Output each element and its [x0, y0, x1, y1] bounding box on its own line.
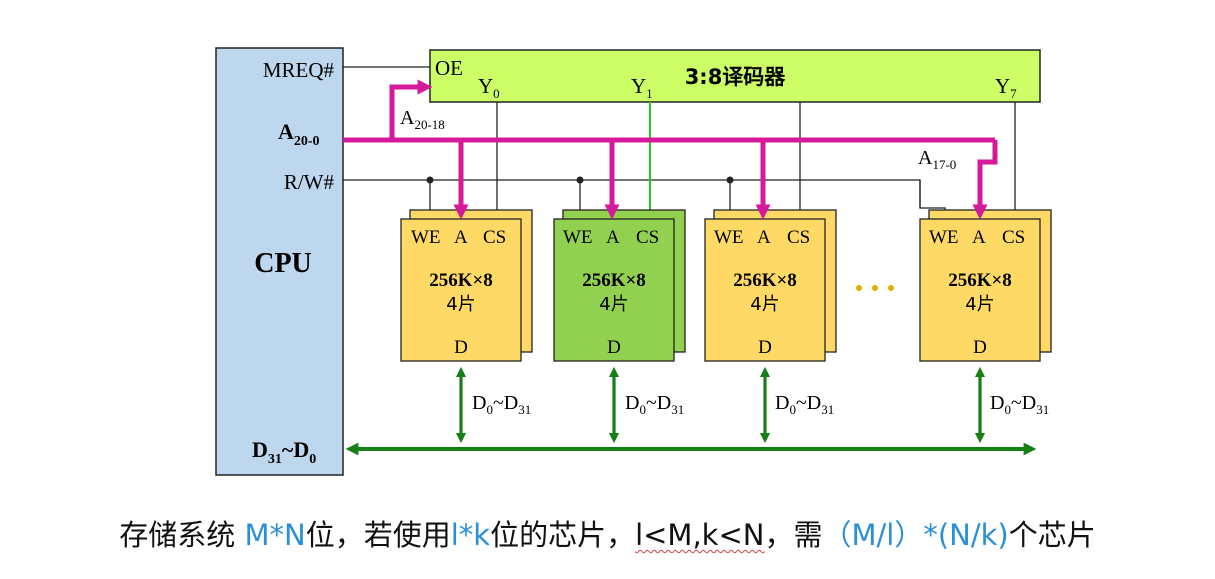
chip-2-pin-cs: CS [636, 227, 659, 248]
caption-condition: l<M,k<N [635, 518, 765, 552]
caption-highlight-formula: （M/l）*(N/k) [822, 518, 1009, 552]
chip-group-2-labels: WE A CS 256K×8 4片 D [563, 227, 659, 358]
rw-junction-1 [426, 176, 434, 184]
cpu-address-label: A20-0 [278, 119, 320, 149]
chip-1-count: 4片 [446, 294, 475, 315]
chip-3-size: 256K×8 [733, 270, 797, 291]
chip-4-pin-a: A [972, 227, 986, 248]
ellipsis-icon [856, 285, 894, 291]
address-high-label: A20-18 [400, 107, 445, 132]
chip-4-data-pin: D [973, 337, 987, 358]
chip-2-data-pin: D [607, 337, 621, 358]
chip-group-4-labels: WE A CS 256K×8 4片 D [929, 227, 1025, 358]
chip-2-pin-a: A [606, 227, 620, 248]
chip-2-count: 4片 [599, 294, 628, 315]
cpu-title: CPU [254, 248, 312, 279]
data-width-label-1: D0~D31 [472, 392, 531, 417]
data-width-label-3: D0~D31 [775, 392, 834, 417]
decoder-enable-label: OE [435, 56, 463, 80]
rw-junction-2 [576, 176, 584, 184]
decoder-output-y0: Y0 [478, 74, 500, 101]
chip-2-pin-we: WE [563, 227, 593, 248]
caption-highlight-lk: l*k [450, 518, 491, 552]
caption-part-5: ，需 [764, 518, 823, 552]
chip-group-3-labels: WE A CS 256K×8 4片 D [714, 227, 810, 358]
cpu-data-bus-label: D31~D0 [252, 437, 316, 467]
chip-1-size: 256K×8 [429, 270, 493, 291]
data-bus [345, 366, 1037, 456]
chip-1-pin-we: WE [411, 227, 441, 248]
chip-4-pin-we: WE [929, 227, 959, 248]
chip-1-data-pin: D [454, 337, 468, 358]
chip-4-size: 256K×8 [948, 270, 1012, 291]
chip-3-count: 4片 [750, 294, 779, 315]
caption-part-2: 位，若使用 [305, 518, 451, 552]
memory-expansion-diagram: MREQ# A20-0 R/W# CPU D31~D0 OE 3:8译码器 Y0… [215, 47, 1052, 476]
address-bus [343, 79, 998, 220]
decoder-title: 3:8译码器 [685, 65, 787, 89]
rw-junction-3 [726, 176, 734, 184]
chip-3-pin-a: A [757, 227, 771, 248]
cpu-block [215, 47, 344, 476]
chip-group-4 [919, 218, 1041, 362]
chip-3-data-pin: D [758, 337, 772, 358]
chip-2-size: 256K×8 [582, 270, 646, 291]
data-width-label-4: D0~D31 [990, 392, 1049, 417]
caption: 存储系统 M*N位，若使用l*k位的芯片，l<M,k<N，需（M/l）*(N/k… [0, 512, 1215, 554]
caption-part-3: 位的芯片， [490, 518, 636, 552]
chip-3-pin-we: WE [714, 227, 744, 248]
cpu-mreq-label: MREQ# [263, 58, 335, 82]
chip-group-2 [553, 218, 675, 362]
chip-3-pin-cs: CS [787, 227, 810, 248]
chip-4-pin-cs: CS [1002, 227, 1025, 248]
chip-1-pin-a: A [454, 227, 468, 248]
caption-part-6: 个芯片 [1008, 518, 1096, 552]
chip-group-1 [400, 218, 522, 362]
decoder-output-y7: Y7 [995, 74, 1017, 101]
data-width-label-2: D0~D31 [625, 392, 684, 417]
chip-4-count: 4片 [965, 294, 994, 315]
address-low-label: A17-0 [918, 147, 956, 172]
chip-group-1-labels: WE A CS 256K×8 4片 D [411, 227, 506, 358]
caption-part-1: 存储系统 [119, 518, 245, 552]
decoder-block [429, 49, 1041, 103]
cpu-rw-label: R/W# [284, 170, 335, 194]
chip-1-pin-cs: CS [483, 227, 506, 248]
decoder-output-y1: Y1 [631, 74, 653, 101]
caption-highlight-mn: M*N [244, 518, 306, 552]
